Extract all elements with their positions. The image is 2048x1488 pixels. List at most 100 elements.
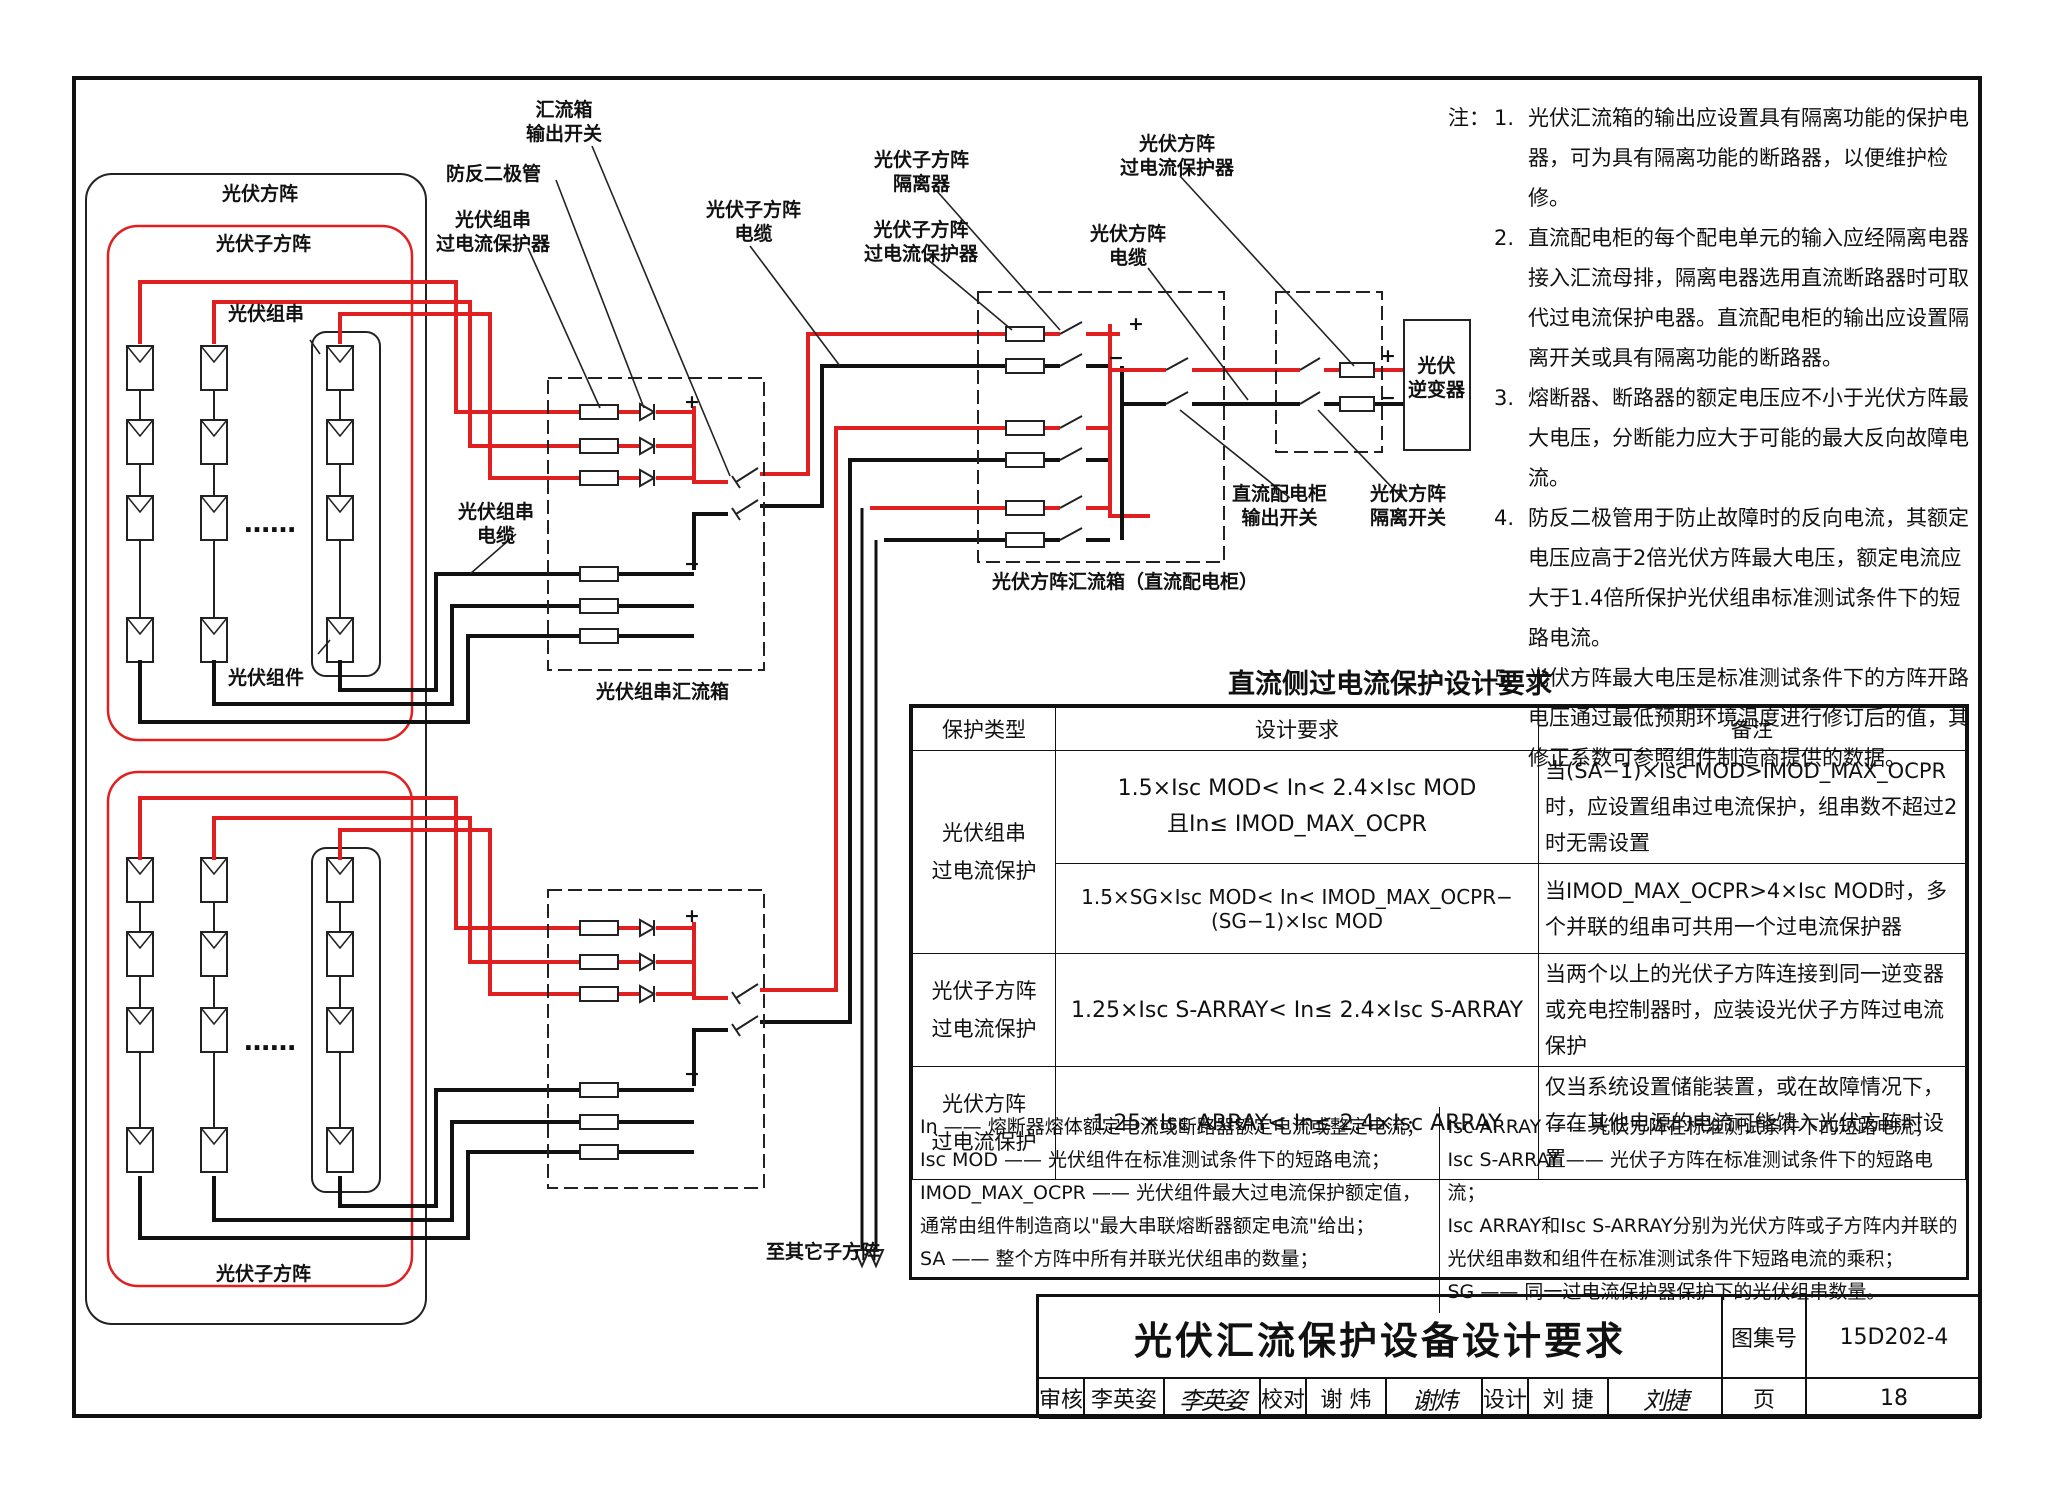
subarray-cable-positive <box>760 426 1006 992</box>
diode-icon <box>639 952 657 972</box>
atlas-number: 15D202-4 <box>1807 1297 1981 1379</box>
cell-remark: 当IMOD_MAX_OCPR>4×Isc MOD时，多个并联的组串可共用一个过电… <box>1538 863 1966 954</box>
ellipsis-top: …… <box>244 509 296 539</box>
cell-type: 光伏组串 过电流保护 <box>912 750 1056 954</box>
fuse-icon <box>579 986 619 1002</box>
drawing-frame <box>72 76 1982 1418</box>
array-isolator-box <box>1275 291 1383 453</box>
cabinet-output-switch-icon <box>1165 357 1189 371</box>
checker-name: 谢 炜 <box>1307 1379 1387 1419</box>
pv-module-icon <box>326 495 354 541</box>
string-positive-wire <box>212 816 580 964</box>
reviewer-signature: 李英姿 <box>1165 1379 1261 1419</box>
note-text: 防反二极管用于防止故障时的反向电流，其额定电压应高于2倍光伏方阵最大电压，额定电… <box>1528 506 1969 650</box>
pv-module-icon <box>200 345 228 391</box>
leader-line <box>317 639 331 655</box>
fuse-icon <box>1005 500 1045 516</box>
string-negative-wire <box>338 1088 580 1208</box>
diode-icon <box>639 436 657 456</box>
isolator-switch-icon <box>1059 447 1083 461</box>
array-isolator-icon <box>1299 391 1321 405</box>
pv-array-outline <box>85 173 427 1325</box>
definitions-left: In —— 熔断器熔体额定电流或断路器额定电流或整定电流； Isc MOD ——… <box>920 1116 1425 1270</box>
output-switch-icon <box>735 1015 759 1031</box>
pv-module-icon <box>200 857 228 903</box>
note-item: 注： 1. 光伏汇流箱的输出应设置具有隔离功能的保护电器，可为具有隔离功能的断路… <box>1448 98 1978 218</box>
output-switch-icon <box>735 499 759 515</box>
protection-devices <box>579 321 1375 1269</box>
subarray-isolator-label: 光伏子方阵 隔离器 <box>874 149 970 195</box>
output-switch-icon <box>731 475 741 489</box>
pv-module-icon <box>126 931 154 977</box>
fuse-icon <box>579 470 619 486</box>
array-fuse-icon <box>1339 362 1375 378</box>
pv-subarray-label-bottom: 光伏子方阵 <box>216 1263 312 1285</box>
page-label: 页 <box>1723 1379 1807 1419</box>
isolator-switch-icon <box>1059 353 1083 367</box>
plus-sign-inverter: + <box>1380 345 1396 367</box>
to-other-subarrays-label: 至其它子方阵 <box>766 1241 881 1263</box>
table-title: 直流侧过电流保护设计要求 <box>1228 669 1552 700</box>
pv-module-icon <box>326 857 354 903</box>
pv-module-icon <box>126 1007 154 1053</box>
pv-module-icon <box>200 1127 228 1173</box>
cell-requirement: 1.5×Isc MOD< In< 2.4×Isc MOD 且In≤ IMOD_M… <box>1055 750 1539 864</box>
string-combiner-box-bottom <box>547 889 765 1189</box>
arrow-icon <box>867 1249 885 1269</box>
string-positive-wire <box>338 828 580 996</box>
cell-requirement: 1.25×Isc ARRAY< In≤ 2.4×Isc ARRAY <box>1055 1066 1539 1180</box>
isolator-switch-icon <box>1059 527 1083 541</box>
page-number: 18 <box>1807 1379 1981 1419</box>
pv-module-icon <box>126 495 154 541</box>
fuse-icon <box>579 598 619 614</box>
cell-type: 光伏子方阵 过电流保护 <box>912 953 1056 1067</box>
string-combiner-box-label: 光伏组串汇流箱 <box>596 681 730 703</box>
leader-line <box>1179 409 1291 499</box>
designer-signature: 刘捷 <box>1609 1379 1723 1419</box>
output-switch-icon <box>735 467 759 483</box>
leader-line <box>935 189 1061 331</box>
cell-remark: 当(SA−1)×Isc MOD>IMOD_MAX_OCPR时，应设置组串过电流保… <box>1538 750 1966 864</box>
pv-subarray-outline-bottom <box>106 770 414 1288</box>
pv-modules <box>126 345 354 1173</box>
plus-sign-top: + <box>684 391 700 413</box>
pv-module-icon <box>126 1127 154 1173</box>
output-switch-icon <box>731 991 741 1005</box>
dc-cabinet-output-switch-label: 直流配电柜 输出开关 <box>1232 483 1328 529</box>
array-fuse-icon <box>1339 396 1375 412</box>
subarray-cable-positive <box>760 332 1006 476</box>
leader-line <box>1179 175 1355 367</box>
review-label: 审核 <box>1039 1379 1085 1419</box>
pv-array-label: 光伏方阵 <box>222 183 299 205</box>
checker-signature: 谢炜 <box>1387 1379 1483 1419</box>
fuse-icon <box>579 1114 619 1130</box>
fuse-icon <box>579 920 619 936</box>
notes-head: 注： <box>1448 106 1490 130</box>
cell-remark: 仅当系统设置储能装置，或在故障情况下，存在其他电源的电流可能馈入光伏方阵时设置 <box>1538 1066 1966 1180</box>
ellipsis-bottom: …… <box>244 1027 296 1057</box>
arrow-icon <box>853 1249 871 1269</box>
fuse-icon <box>579 954 619 970</box>
string-positive-wire <box>212 300 580 448</box>
protection-table: 保护类型 设计要求 备注 光伏组串 过电流保护 1.5×Isc MOD< In<… <box>909 704 1969 1313</box>
pv-module-icon <box>326 617 354 663</box>
positive-bus <box>692 922 728 1000</box>
leader-line <box>1147 267 1249 401</box>
pv-string-label: 光伏组串 <box>228 303 305 325</box>
note-item: 3. 熔断器、断路器的额定电压应不小于光伏方阵最大电压，分断能力应大于可能的最大… <box>1448 378 1978 498</box>
leader-line <box>749 245 841 367</box>
fuse-icon <box>579 566 619 582</box>
pv-module-icon <box>126 345 154 391</box>
string-positive-wire <box>138 280 580 414</box>
pv-module-icon <box>326 931 354 977</box>
atlas-label: 图集号 <box>1723 1297 1807 1379</box>
diode-icon <box>639 984 657 1004</box>
string-cable-label: 光伏组串 电缆 <box>458 501 535 547</box>
string-negative-wire <box>212 604 580 706</box>
cabinet-output-switch-icon <box>1165 391 1189 405</box>
string-positive-wire <box>138 796 580 930</box>
pv-module-icon <box>200 419 228 465</box>
leader-line <box>925 257 1013 331</box>
string-negative-wire <box>138 1150 580 1240</box>
note-num: 4. <box>1494 506 1515 530</box>
